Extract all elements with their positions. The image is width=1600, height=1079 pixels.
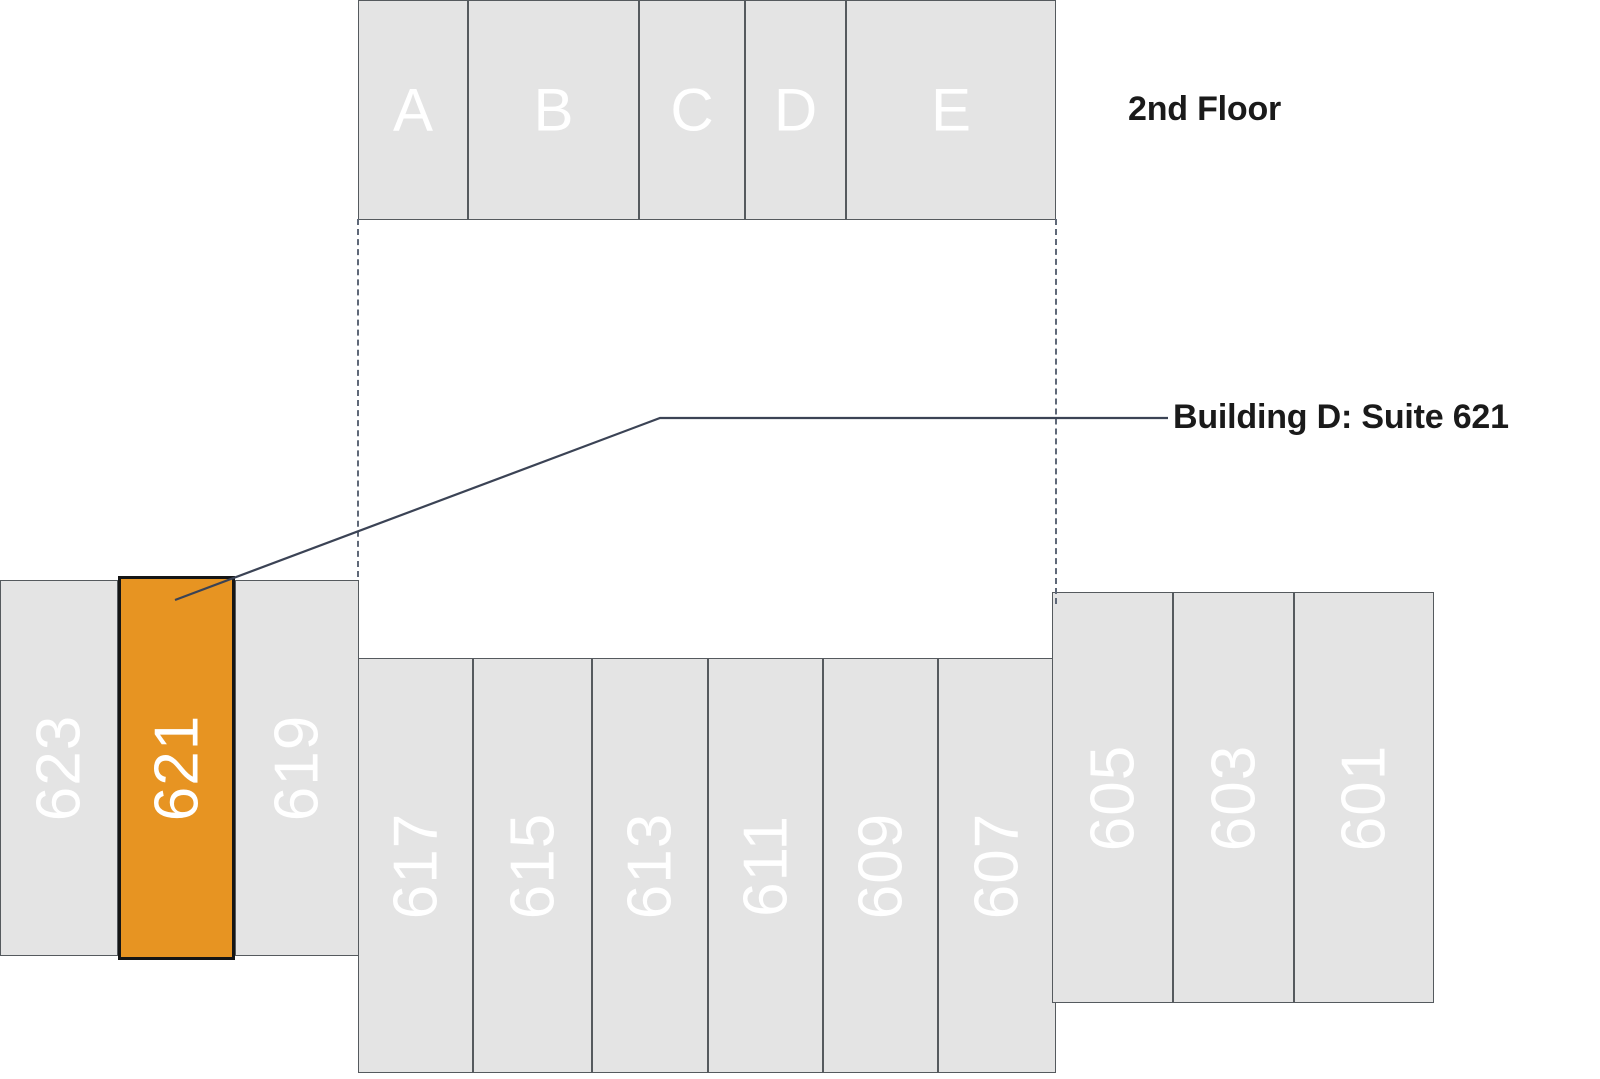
second-floor-label: 2nd Floor	[1128, 90, 1282, 128]
suite-621[interactable]: 621	[118, 576, 235, 960]
suite-label-607: 607	[962, 812, 1032, 919]
suite-615[interactable]: 615	[473, 658, 592, 1073]
suite-label-617: 617	[381, 812, 450, 919]
west-guide	[357, 219, 359, 577]
suite-label-613: 613	[615, 812, 685, 919]
suite-label-621: 621	[142, 714, 211, 822]
suite-601[interactable]: 601	[1294, 592, 1434, 1003]
suite-label-619: 619	[262, 714, 332, 822]
suite-label-B: B	[533, 76, 574, 144]
suite-label-D: D	[773, 76, 818, 144]
building-suite-callout-label: Building D: Suite 621	[1173, 398, 1509, 436]
suite-617[interactable]: 617	[358, 658, 473, 1073]
suite-623[interactable]: 623	[0, 580, 118, 956]
suite-603[interactable]: 603	[1173, 592, 1294, 1003]
floor2-unit-A[interactable]: A	[358, 0, 468, 220]
suite-619[interactable]: 619	[235, 580, 359, 956]
suite-label-605: 605	[1078, 744, 1147, 851]
suite-label-603: 603	[1199, 744, 1268, 851]
suite-label-601: 601	[1329, 744, 1399, 851]
suite-609[interactable]: 609	[823, 658, 938, 1073]
floor2-unit-E[interactable]: E	[846, 0, 1056, 220]
suite-607[interactable]: 607	[938, 658, 1056, 1073]
suite-605[interactable]: 605	[1052, 592, 1173, 1003]
floor2-unit-D[interactable]: D	[745, 0, 846, 220]
suite-613[interactable]: 613	[592, 658, 708, 1073]
suite-label-623: 623	[24, 714, 94, 822]
floor2-unit-C[interactable]: C	[639, 0, 745, 220]
suite-label-E: E	[930, 76, 972, 144]
suite-label-A: A	[392, 76, 434, 144]
suite-label-609: 609	[846, 812, 915, 919]
suite-611[interactable]: 611	[708, 658, 823, 1073]
east-guide	[1055, 219, 1057, 604]
suite-label-615: 615	[498, 812, 567, 919]
suite-label-611: 611	[731, 814, 800, 917]
suite-label-C: C	[670, 76, 714, 144]
floor2-unit-B[interactable]: B	[468, 0, 639, 220]
